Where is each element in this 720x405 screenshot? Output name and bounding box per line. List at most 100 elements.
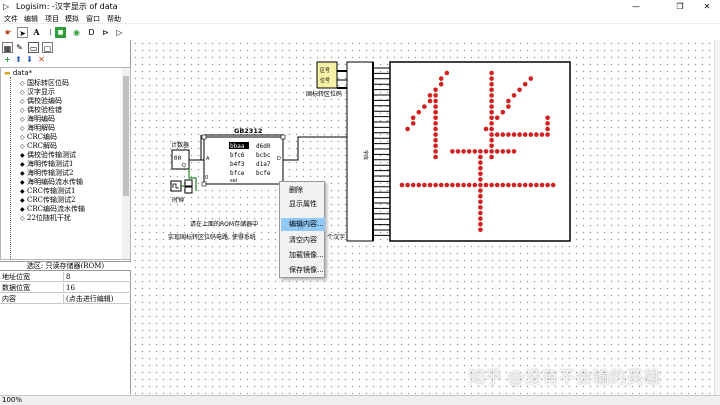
led-dot [455,182,461,188]
menu-item-delete[interactable]: 删除 [289,186,303,194]
input-pin-icon[interactable]: ■ [55,27,66,38]
tree-item-label: 偶校验检错 [27,106,62,114]
menu-item-edit-contents[interactable]: 编辑内容... [281,218,325,231]
menu-window[interactable]: 窗口 [86,15,100,23]
tree-item[interactable]: ◆CRC编码流水传输 [20,204,85,214]
led-dot [427,93,433,98]
attr-value[interactable]: (点击进行编辑) [66,295,114,303]
tree-scrollbar[interactable] [122,68,130,259]
menu-item-save-image[interactable]: 保存镜像... [289,266,324,274]
resize-handle[interactable] [280,134,286,140]
tree-item[interactable]: ◇偶校验检错 [20,105,62,115]
remove-circuit-icon[interactable]: ✕ [38,55,45,64]
tree-item-label: 汉字显示 [27,88,55,96]
tree-item[interactable]: ◇偶校验编码 [20,96,62,106]
converter-subcircuit[interactable]: 区号 位号 [316,61,338,89]
menu-simulate[interactable]: 模拟 [65,15,79,23]
text-tool-icon[interactable]: A [33,27,40,37]
tree-item-label: 偶校验编码 [27,97,62,105]
tree-item[interactable]: ◇CRC编码 [20,132,57,142]
output-pin-icon[interactable]: ◉ [73,28,80,37]
window-title: Logisim: -汉字显示 of data [16,2,118,11]
select-arrow-icon[interactable]: ➤ [17,27,28,38]
tree-item-label: 22位随机干扰 [27,214,71,222]
minimize-button[interactable]: — [632,2,640,11]
circuit-icon: ◇ [20,116,25,123]
clock[interactable] [170,180,182,192]
rom-cell-value: bfc6 [230,152,245,159]
attr-value[interactable]: 16 [66,284,75,292]
not-gate-icon[interactable]: ▷ [116,28,123,37]
led-dot [433,93,438,98]
tree-item[interactable]: ◆偶校验传输测试 [20,150,76,160]
and-gate-icon[interactable]: D [88,28,95,37]
led-dot [506,149,511,154]
tree-item[interactable]: ◇汉字显示 [20,87,55,97]
led-dot [545,121,550,126]
toolbox-icon[interactable]: ▦ [2,42,13,53]
tree-item[interactable]: ◆海明编码流水传输 [20,177,83,187]
hand-poke-icon[interactable]: ☛ [4,28,13,37]
layout-icon[interactable]: ▭ [28,42,39,53]
circuit-filled-icon: ◆ [20,206,25,213]
appearance-icon[interactable]: ▢ [42,42,53,53]
move-up-icon[interactable]: ⬆ [15,55,22,64]
attr-value[interactable]: 8 [66,273,71,281]
menu-item-clear-contents[interactable]: 清空内容 [289,236,317,244]
led-dot [522,132,528,137]
maximize-button[interactable]: ❐ [676,2,684,11]
splitter-block[interactable] [184,186,193,194]
add-circuit-icon[interactable]: + [4,55,11,64]
tree-scrollbar-thumb[interactable] [123,76,129,196]
canvas-scrollbar[interactable] [714,40,720,395]
menu-edit[interactable]: 编辑 [24,15,38,23]
menu-help[interactable]: 帮助 [107,15,121,23]
led-dot [450,149,455,154]
menu-file[interactable]: 文件 [4,15,18,23]
font-library-bus[interactable]: 字库 [346,61,390,242]
tree-item[interactable]: ◇海明解码 [20,123,55,133]
led-dot [494,182,500,188]
wires-black [189,79,347,161]
counter-value: 00 [174,155,182,162]
tree-item[interactable]: ◆海明传输测试1 [20,159,73,169]
menu-project[interactable]: 项目 [45,15,59,23]
wrench-icon[interactable]: ✎ [16,43,23,52]
menu-item-load-image[interactable]: 加载镜像... [289,251,324,259]
attr-row-contents[interactable]: 内容 (点击进行编辑) [0,294,131,304]
led-dot [422,104,427,109]
folder-icon: ▬ [4,69,11,77]
tree-item[interactable]: ◆海明传输测试2 [20,168,73,178]
tree-item[interactable]: ◇国标转区位码 [20,78,69,88]
constant-block[interactable] [184,179,193,187]
resize-handle[interactable] [201,134,207,140]
attr-row-address-width[interactable]: 地址位宽 8 [0,272,131,282]
tree-item[interactable]: ◇22位随机干扰 [20,213,71,223]
counter[interactable]: 00 Q [171,149,190,170]
mouse-cursor-icon: ☝ [298,222,304,232]
led-matrix[interactable] [389,61,571,242]
rom-cell-value: bbaa [230,143,245,150]
tree-item[interactable]: ◆CRC传输测试1 [20,186,75,196]
or-gate-icon[interactable]: ⊳ [102,28,109,37]
led-dot [433,121,438,126]
led-dot [438,76,444,81]
tree-item-label: 海明编码流水传输 [27,178,83,186]
tree-item[interactable]: ◆CRC传输测试2 [20,195,75,205]
tree-root[interactable]: ▬ data* [4,69,32,77]
menu-item-show-attributes[interactable]: 显示属性 [289,200,317,208]
tree-item[interactable]: ◇海明编码 [20,114,55,124]
circuit-tree: ▬ data* ◇国标转区位码◇汉字显示◇偶校验编码◇偶校验检错◇海明编码◇海明… [0,67,131,260]
zoom-level[interactable]: 100% [2,396,23,404]
resize-handle[interactable] [201,181,207,187]
rom-pin-a: A [206,156,210,162]
attr-row-data-width[interactable]: 数据位宽 16 [0,283,131,293]
tree-item[interactable]: ◇CRC解码 [20,141,57,151]
led-dot [433,115,438,121]
led-dot [489,98,494,104]
led-dot [489,87,494,93]
close-button[interactable]: ✕ [703,2,711,11]
menu-bar: 文件 编辑 项目 模拟 窗口 帮助 [0,13,720,24]
move-down-icon[interactable]: ⬇ [26,55,33,64]
